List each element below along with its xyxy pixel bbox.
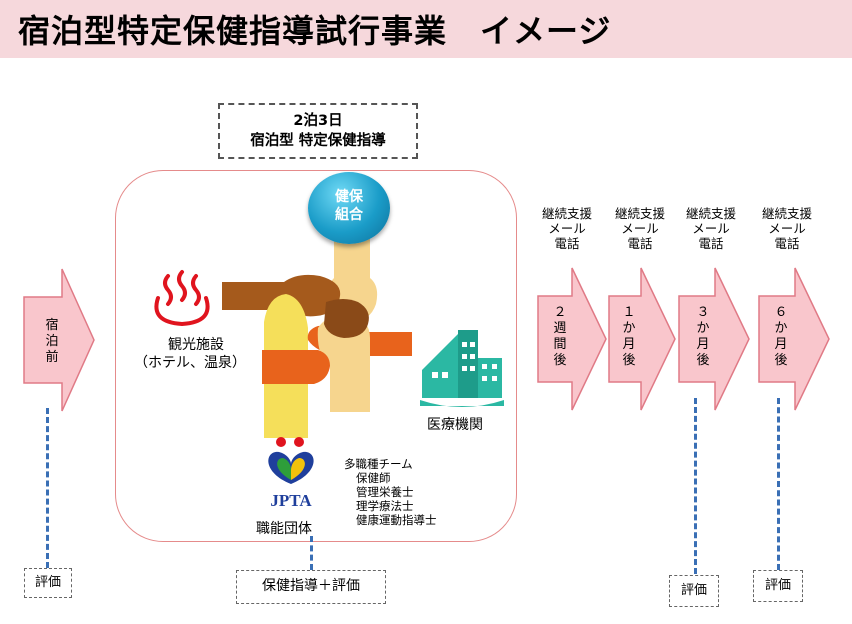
- support-step-text: 継続支援 メール 電話: [604, 206, 676, 251]
- pre-stay-evaluation-box: 評価: [24, 568, 72, 598]
- one-month-arrow: [608, 267, 676, 411]
- one-month-label: １ か 月 後: [619, 305, 639, 369]
- hand-lower-orange: [262, 350, 330, 384]
- support-line: 継続支援: [541, 206, 592, 221]
- six-month-evaluation-box: 評価: [753, 570, 803, 602]
- guidance-evaluation-box: 保健指導＋評価: [236, 570, 386, 604]
- two-weeks-arrow: [537, 267, 607, 411]
- hand-right-fist: [324, 299, 369, 338]
- pre-stay-char: 前: [45, 350, 59, 365]
- arrow-char: か: [774, 321, 788, 336]
- three-months-arrow: [678, 267, 750, 411]
- team-member: 理学療法士: [356, 499, 414, 513]
- professional-association-label: 職能団体: [256, 521, 312, 537]
- team-member: 保健師: [356, 471, 391, 485]
- three-month-connector: [694, 398, 697, 574]
- title-band: [0, 0, 852, 58]
- arrow-char: 週: [553, 321, 567, 336]
- support-step-text: 継続支援 メール 電話: [528, 206, 606, 251]
- jpta-logo-text: JPTA: [270, 491, 312, 510]
- three-months-label: ３ か 月 後: [693, 305, 713, 369]
- hand-center-beige: [317, 315, 370, 412]
- support-line: メール: [621, 221, 659, 236]
- jpta-logo: JPTA: [268, 437, 314, 510]
- arrow-char: 月: [622, 337, 636, 352]
- pre-stay-char: 宿: [45, 318, 59, 333]
- hot-spring-icon: [154, 270, 210, 327]
- three-month-evaluation-box: 評価: [669, 575, 719, 607]
- stay-duration-box: 2泊3日 宿泊型 特定保健指導: [218, 103, 418, 159]
- support-step-text: 継続支援 メール 電話: [675, 206, 747, 251]
- badge-line1: 健保: [335, 189, 363, 205]
- arrow-char: 間: [553, 337, 567, 352]
- six-months-label: ６ か 月 後: [771, 305, 791, 369]
- support-step-text: 継続支援 メール 電話: [750, 206, 824, 251]
- tourism-facility-label: 観光施設 （ホテル、温泉）: [134, 336, 246, 372]
- six-months-arrow: [758, 267, 830, 411]
- pre-stay-char: 泊: [45, 334, 59, 349]
- health-insurance-union-badge: 健保 組合: [308, 172, 390, 244]
- arrow-char: ３: [696, 305, 710, 320]
- support-line: 継続支援: [761, 206, 812, 221]
- medical-institution-label: 医療機関: [427, 417, 483, 433]
- arrow-char: 月: [774, 337, 788, 352]
- arrow-char: 後: [553, 353, 567, 368]
- arrow-char: 後: [774, 353, 788, 368]
- support-line: 電話: [698, 236, 724, 251]
- pre-stay-arrow: [23, 268, 95, 412]
- two-weeks-label: ２ 週 間 後: [550, 305, 570, 369]
- joined-hands-illustration: [222, 238, 412, 438]
- pre-stay-connector: [46, 408, 49, 568]
- support-line: 継続支援: [685, 206, 736, 221]
- arrow-char: 後: [696, 353, 710, 368]
- multidisciplinary-team: 多職種チーム 保健師 管理栄養士 理学療法士 健康運動指導士: [344, 457, 437, 527]
- team-member: 管理栄養士: [356, 485, 414, 499]
- arrow-char: １: [622, 305, 636, 320]
- support-line: 電話: [554, 236, 580, 251]
- team-member: 健康運動指導士: [356, 513, 437, 527]
- support-line: メール: [768, 221, 806, 236]
- tourism-line1: 観光施設: [168, 337, 224, 353]
- arrow-char: か: [696, 321, 710, 336]
- support-line: メール: [692, 221, 730, 236]
- stay-duration-text: 2泊3日: [293, 113, 343, 129]
- stay-type-text: 宿泊型 特定保健指導: [250, 133, 386, 149]
- page-title: 宿泊型特定保健指導試行事業 イメージ: [18, 12, 612, 50]
- support-line: 継続支援: [614, 206, 665, 221]
- support-line: メール: [548, 221, 586, 236]
- arrow-char: ６: [774, 305, 788, 320]
- hospital-building-icon: [420, 330, 504, 407]
- badge-line2: 組合: [335, 207, 363, 223]
- arrow-char: 後: [622, 353, 636, 368]
- pre-stay-label: 宿 泊 前: [42, 318, 62, 366]
- center-connector: [310, 536, 313, 570]
- arrow-char: 月: [696, 337, 710, 352]
- support-line: 電話: [627, 236, 653, 251]
- six-month-connector: [777, 398, 780, 570]
- arrow-char: ２: [553, 305, 567, 320]
- tourism-line2: （ホテル、温泉）: [134, 355, 246, 371]
- arrow-char: か: [622, 321, 636, 336]
- stay-program-container: [115, 170, 517, 542]
- support-line: 電話: [774, 236, 800, 251]
- team-title: 多職種チーム: [344, 457, 413, 471]
